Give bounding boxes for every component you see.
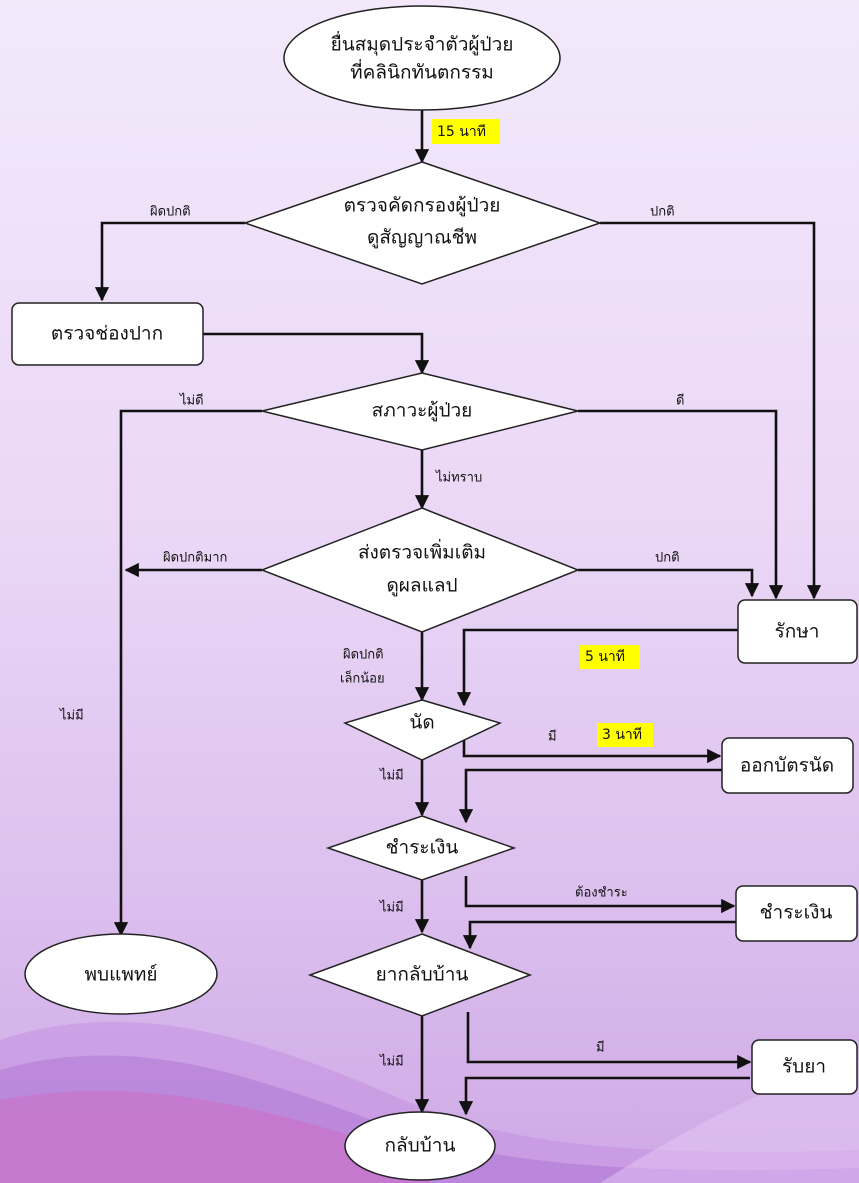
time-15-min: 15 นาที — [437, 124, 486, 140]
node-medicine-decision-label: ยากลับบ้าน — [376, 964, 469, 986]
node-payment-label: ชำระเงิน — [760, 902, 833, 924]
label-lab-normal: ปกติ — [655, 551, 680, 566]
node-go-home-label: กลับบ้าน — [385, 1135, 456, 1157]
node-start-line1: ยื่นสมุดประจำตัวผู้ป่วย — [331, 31, 514, 57]
node-see-doctor: พบแพทย์ — [24, 933, 218, 1015]
node-go-home: กลับบ้าน — [344, 1111, 496, 1181]
edge-card-to-payment — [458, 768, 722, 824]
label-lab-slight-1: ผิดปกติ — [343, 648, 384, 663]
node-extra-exam-line2: ดูผลแลป — [386, 575, 457, 597]
node-treat-label: รักษา — [775, 621, 820, 643]
node-patient-condition: สภาวะผู้ป่วย — [261, 372, 579, 451]
time-highlights: 15 นาที 5 นาที 3 นาที — [432, 119, 653, 747]
edge-medicine-to-home — [458, 1076, 750, 1116]
node-start-line2: ที่คลินิกทันตกรรม — [350, 59, 494, 84]
node-payment-decision-label: ชำระเงิน — [386, 837, 459, 859]
node-receive-medicine: รับยา — [751, 1039, 858, 1095]
label-lab-very-abnormal: ผิดปกติมาก — [163, 551, 228, 566]
label-med-no: ไม่มี — [379, 1054, 404, 1070]
node-screening-line1: ตรวจคัดกรองผู้ป่วย — [344, 195, 501, 217]
edge-screening-normal — [600, 221, 822, 600]
node-oral-exam: ตรวจช่องปาก — [11, 302, 204, 366]
node-screening-line2: ดูสัญญาณชีพ — [367, 227, 477, 249]
label-appt-no: ไม่มี — [379, 768, 404, 784]
node-screening: ตรวจคัดกรองผู้ป่วย ดูสัญญาณชีพ — [242, 161, 603, 285]
node-appointment: นัด — [342, 699, 503, 761]
label-appt-yes: มี — [548, 729, 557, 745]
edge-oral-to-condition — [203, 332, 430, 375]
label-med-yes: มี — [596, 1040, 605, 1056]
node-medicine-decision: ยากลับบ้าน — [307, 933, 533, 1017]
node-payment-decision: ชำระเงิน — [325, 815, 517, 881]
node-treat: รักษา — [737, 599, 858, 664]
label-cond-good: ดี — [676, 393, 684, 409]
edge-lab-normal — [578, 568, 760, 598]
node-extra-exam-line1: ส่งตรวจเพิ่มเติม — [358, 539, 486, 564]
node-issue-card-label: ออกบัตรนัด — [740, 755, 834, 777]
edge-condition-good — [578, 409, 784, 600]
label-pay-no: ไม่มี — [379, 900, 404, 916]
node-see-doctor-label: พบแพทย์ — [84, 964, 157, 986]
node-start: ยื่นสมุดประจำตัวผู้ป่วย ที่คลินิกทันตกรร… — [283, 5, 561, 111]
edge-screening-abnormal — [94, 221, 245, 302]
node-oral-exam-label: ตรวจช่องปาก — [51, 323, 163, 345]
label-cond-unknown: ไม่ทราบ — [435, 470, 482, 486]
label-screen-abnormal: ผิดปกติ — [150, 205, 191, 220]
edge-condition-bad — [113, 409, 262, 937]
edge-medicine-yes — [466, 1012, 752, 1070]
label-pay-required: ต้องชำระ — [575, 886, 628, 901]
edge-treat-to-appointment — [456, 628, 738, 707]
connectors — [94, 110, 822, 1116]
node-condition-label: สภาวะผู้ป่วย — [372, 400, 473, 422]
node-payment: ชำระเงิน — [735, 885, 858, 942]
node-extra-exam: ส่งตรวจเพิ่มเติม ดูผลแลป — [259, 507, 581, 633]
edge-payment-required — [464, 876, 736, 914]
label-cond-bad: ไม่ดี — [179, 393, 204, 409]
node-receive-medicine-label: รับยา — [782, 1056, 826, 1078]
label-none-left: ไม่มี — [59, 708, 84, 724]
edge-payment-to-medicine — [462, 920, 736, 950]
label-lab-slight-2: เล็กน้อย — [340, 669, 385, 687]
edge-appointment-yes — [462, 740, 722, 764]
node-appointment-label: นัด — [409, 712, 434, 734]
label-screen-normal: ปกติ — [650, 205, 675, 220]
edge-labels: ผิดปกติ ปกติ ไม่ดี ดี ไม่ทราบ ผิดปกติมาก… — [59, 205, 684, 1070]
time-3-min: 3 นาที — [602, 727, 642, 743]
time-5-min: 5 นาที — [585, 649, 625, 665]
node-issue-card: ออกบัตรนัด — [721, 737, 854, 794]
